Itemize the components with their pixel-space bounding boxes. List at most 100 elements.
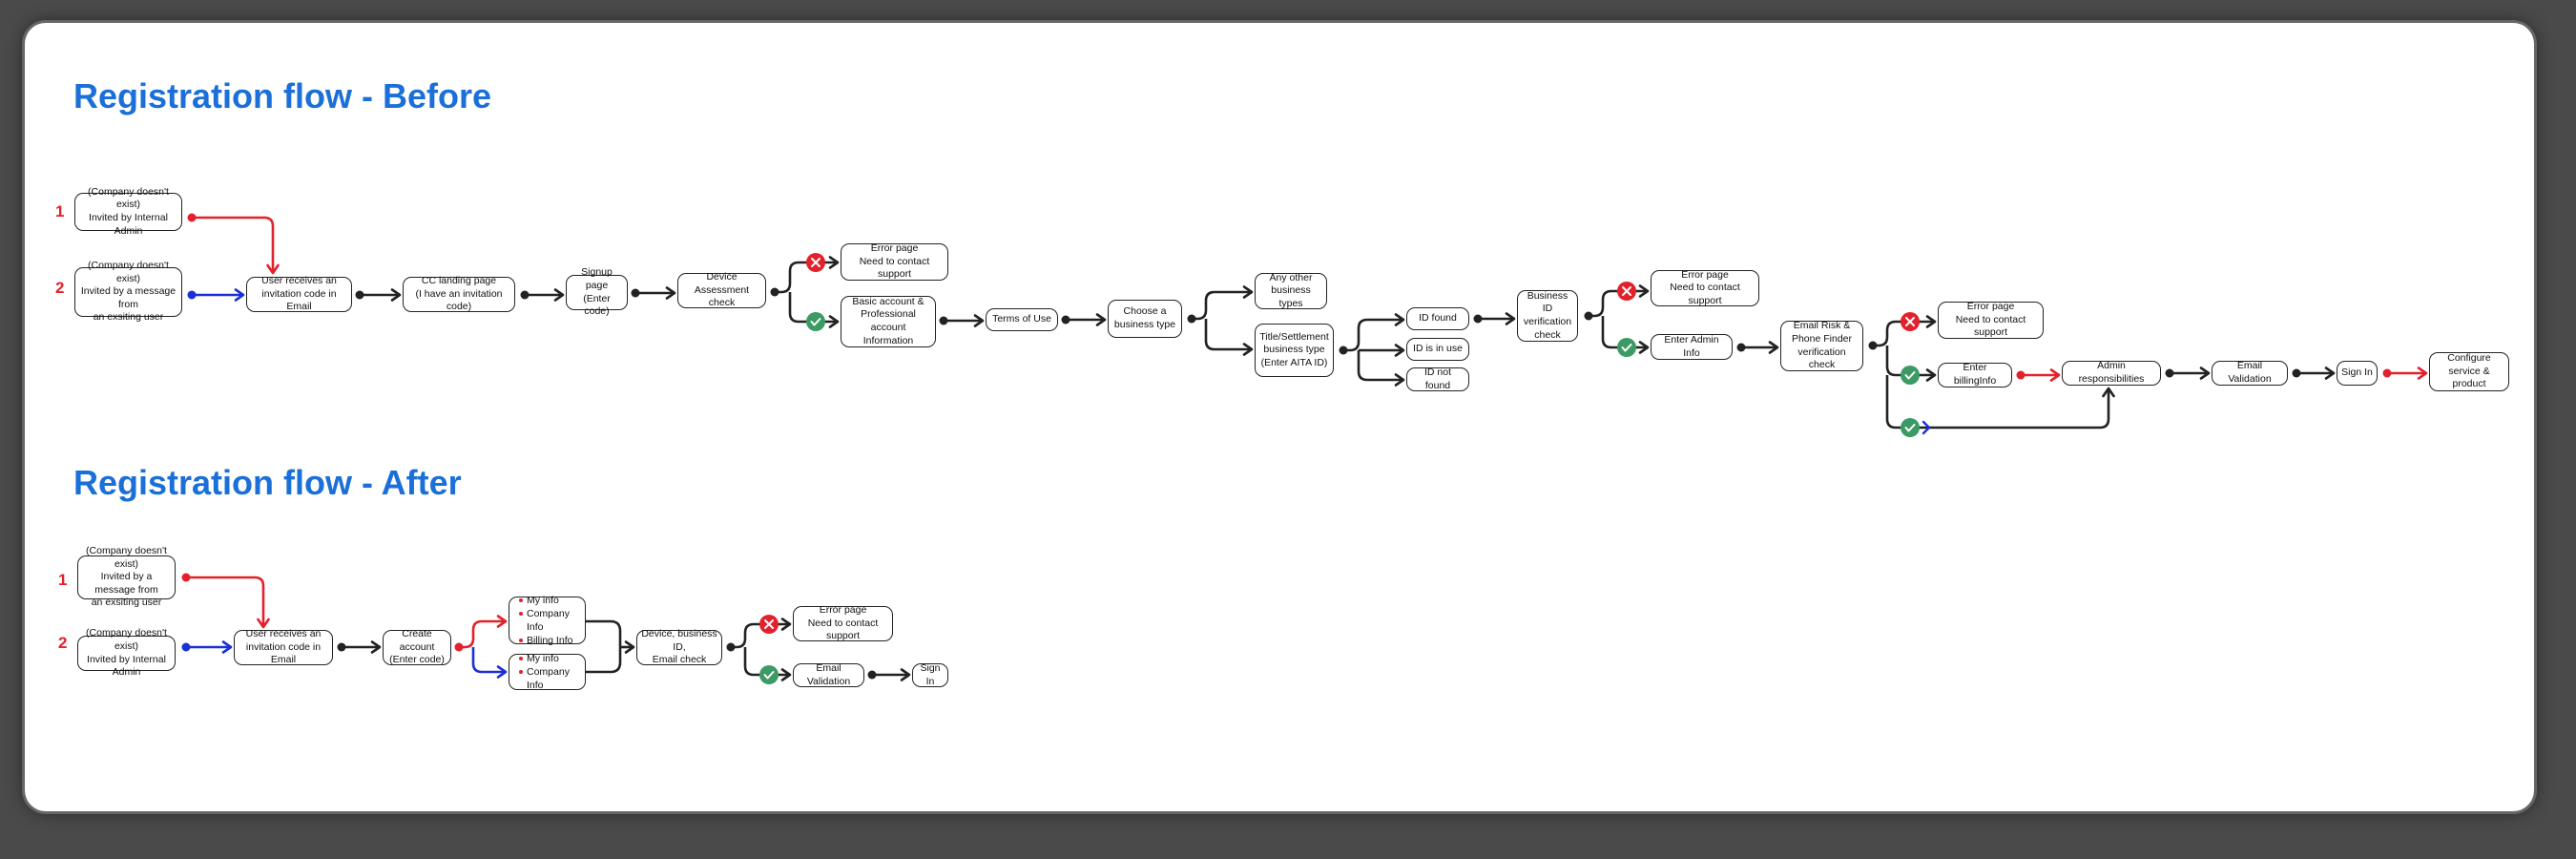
edge-device-to-error-arrowhead bbox=[828, 256, 840, 269]
node-entry-internal-admin: (Company doesn't exist)Invited by Intern… bbox=[74, 186, 182, 237]
edge-risk-to-billing-arrowhead bbox=[1925, 368, 1937, 382]
blue-chevron-icon bbox=[1922, 420, 1931, 435]
node-admin-info: Enter Admin Info bbox=[1651, 334, 1733, 360]
node-text-line: business type bbox=[1263, 344, 1325, 356]
node-text-line: Create account bbox=[399, 628, 435, 653]
node-text-line: Email Validation bbox=[2228, 360, 2272, 385]
node-text-line: Need to contact support bbox=[1955, 313, 2026, 339]
node-text-line: Signup page bbox=[581, 266, 613, 291]
node-text-line: (Enter code) bbox=[389, 654, 445, 666]
after-edge-device-to-error-arrowhead bbox=[780, 618, 792, 631]
edge-type-to-title bbox=[1204, 319, 1252, 351]
node-id-in-use: ID is in use bbox=[1406, 338, 1469, 361]
check-circle-icon bbox=[759, 665, 779, 684]
node-text-line: business type bbox=[1113, 319, 1176, 330]
node-text-line: (Enter AITA ID) bbox=[1260, 356, 1328, 368]
node-text-line: (Company doesn't exist) bbox=[88, 259, 169, 284]
check-circle-icon bbox=[1617, 338, 1636, 357]
node-text-line: (Enter code) bbox=[583, 292, 611, 318]
node-text-line: invitation code in Email bbox=[261, 287, 337, 313]
edge-risk-to-billing bbox=[1885, 346, 1935, 377]
node-text-line: Terms of Use bbox=[992, 313, 1051, 325]
edge-type-to-other-start-dot bbox=[1187, 314, 1196, 324]
node-text-line: Email check bbox=[652, 654, 707, 666]
after-edge-receive-to-create-arrowhead bbox=[370, 640, 382, 654]
after-edge-create-to-info-full bbox=[459, 619, 506, 649]
after-edge-create-to-info-full-arrowhead bbox=[496, 615, 508, 628]
edge-signin-to-configure-arrowhead bbox=[2417, 367, 2428, 380]
node-entry-existing-user: (Company doesn't exist)Invited by a mess… bbox=[74, 260, 182, 323]
node-after-email-validation: Email Validation bbox=[793, 662, 864, 687]
after-title: Registration flow - After bbox=[73, 463, 462, 502]
node-text-line: Admin responsibilities bbox=[2078, 360, 2145, 385]
edge-device-to-basic-arrowhead bbox=[828, 315, 840, 328]
node-text-line: check bbox=[1534, 328, 1561, 341]
node-text-line: Error page bbox=[870, 242, 919, 255]
edge-admin-to-receive-arrowhead bbox=[266, 263, 280, 275]
after-edge-receive-to-create-start-dot bbox=[337, 642, 346, 652]
x-mark-icon bbox=[1622, 286, 1631, 296]
node-text-line: Error page bbox=[1966, 301, 2015, 313]
check-mark-icon bbox=[810, 318, 821, 326]
node-email-validation: Email Validation bbox=[2212, 360, 2288, 386]
after-edge-validation-to-signin-start-dot bbox=[867, 670, 877, 680]
canvas-card bbox=[25, 23, 2534, 811]
check-circle-icon bbox=[1901, 366, 1920, 385]
node-terms-of-use: Terms of Use bbox=[986, 308, 1058, 331]
edge-terms-to-type-arrowhead bbox=[1095, 313, 1107, 326]
edge-title-to-found-start-dot bbox=[1339, 346, 1348, 355]
edge-risk-to-responsibilities-arrowhead bbox=[2102, 387, 2115, 398]
node-cc-landing: CC landing page(I have an invitation cod… bbox=[403, 275, 515, 313]
edge-found-to-verify-start-dot bbox=[1473, 314, 1483, 324]
node-after-device-check: Device, business ID,Email check bbox=[636, 628, 722, 666]
after-edge-admin-to-receive-start-dot bbox=[181, 642, 191, 652]
edge-signup-to-device-arrowhead bbox=[665, 286, 676, 300]
edge-admin-to-receive-start-dot bbox=[187, 213, 197, 222]
after-edge-device-to-error bbox=[731, 622, 790, 649]
node-text-line: Choose a bbox=[1123, 305, 1167, 318]
node-text-line: Phone Finder bbox=[1791, 332, 1853, 345]
edge-found-to-verify-arrowhead bbox=[1505, 312, 1516, 325]
after-edge-merge bbox=[586, 619, 622, 674]
node-text-line: (Company doesn't exist) bbox=[86, 544, 167, 570]
after-edge-device-to-validation bbox=[743, 647, 790, 677]
after-edge-admin-to-receive-arrowhead bbox=[221, 640, 233, 654]
edge-signin-to-configure-start-dot bbox=[2382, 368, 2392, 378]
node-text-line: Sign In bbox=[920, 661, 941, 687]
edge-device-to-error bbox=[775, 261, 838, 294]
edge-title-to-inuse-arrowhead bbox=[1394, 344, 1405, 357]
edge-validation-to-signin-arrowhead bbox=[2324, 367, 2336, 380]
node-text-line: Need to contact support bbox=[807, 617, 879, 642]
edge-verify-to-admin-arrowhead bbox=[1638, 341, 1650, 354]
node-text-line: (I have an invitation code) bbox=[415, 287, 503, 313]
node-text-line: CC landing page bbox=[421, 275, 497, 287]
after-label-2: 2 bbox=[58, 634, 68, 652]
after-edge-user-to-receive bbox=[186, 576, 265, 627]
edge-type-to-title-arrowhead bbox=[1242, 343, 1254, 356]
node-text-line: check bbox=[708, 297, 736, 309]
edge-verify-to-error bbox=[1589, 289, 1648, 318]
node-text-line: service & product bbox=[2448, 365, 2490, 390]
edge-risk-to-responsibilities bbox=[1885, 375, 2110, 430]
node-text-line: Invited by Internal Admin bbox=[89, 212, 168, 237]
node-text-line: Need to contact support bbox=[1670, 282, 1740, 306]
node-text-line: Invited by a message from bbox=[80, 285, 177, 310]
node-text-line: verification check bbox=[1797, 346, 1846, 371]
list-item: Company Info bbox=[519, 665, 581, 692]
node-text-line: Enter Admin Info bbox=[1664, 333, 1719, 359]
edge-responsibilities-to-validation-arrowhead bbox=[2199, 367, 2211, 380]
edge-user-to-receive-arrowhead bbox=[234, 288, 245, 302]
check-mark-icon bbox=[1904, 371, 1916, 380]
node-signup: Signup page(Enter code) bbox=[566, 266, 628, 317]
node-text-line: Need to contact support bbox=[859, 255, 930, 281]
edge-basic-to-terms-arrowhead bbox=[973, 314, 985, 327]
after-edge-device-to-validation-arrowhead bbox=[780, 668, 792, 681]
